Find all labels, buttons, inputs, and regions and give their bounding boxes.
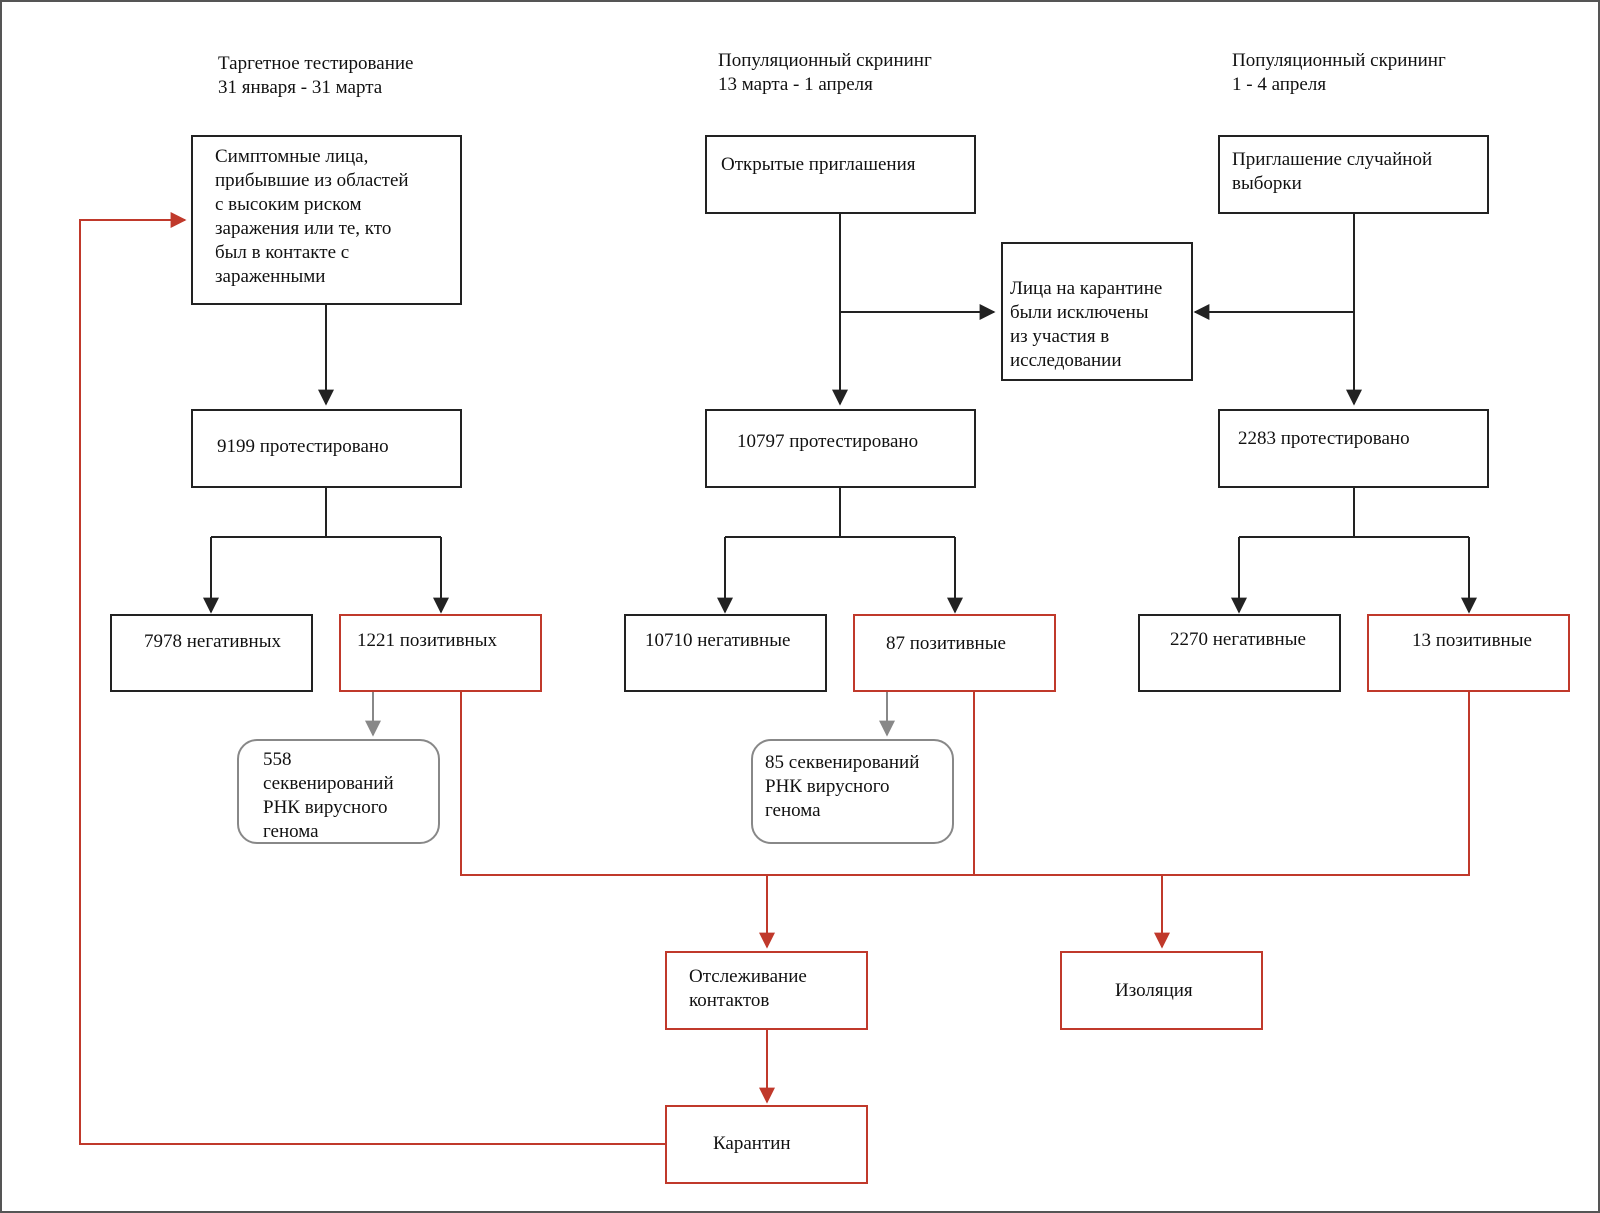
- box-text: Лица на карантине были исключены из учас…: [1010, 278, 1163, 371]
- feedback-loop-to-symptomatic: [79, 212, 666, 1145]
- quarantine-box: Карантин: [665, 1105, 868, 1184]
- box-text: Открытые приглашения: [721, 154, 916, 175]
- symptomatic-persons-box: Симптомные лица, прибывшие из областей с…: [191, 135, 462, 305]
- box-text: 9199 протестировано: [217, 436, 389, 457]
- header-dates: 31 января - 31 марта: [218, 77, 383, 98]
- tested-box-random: 2283 протестировано: [1218, 409, 1489, 488]
- box-text: 2283 протестировано: [1238, 428, 1410, 449]
- positive-box-targeted: 1221 позитивных: [339, 614, 542, 692]
- split-line-3: [1239, 487, 1469, 538]
- negative-box-targeted: 7978 негативных: [110, 614, 313, 692]
- header-title: Популяционный скрининг: [1232, 50, 1446, 71]
- box-text: 10797 протестировано: [737, 431, 919, 452]
- quarantined-excluded-box: Лица на карантине были исключены из учас…: [1001, 242, 1193, 381]
- box-text: Отслеживание контактов: [689, 966, 807, 1011]
- header-title: Таргетное тестирование: [218, 53, 414, 74]
- box-text: 1221 позитивных: [357, 630, 497, 651]
- box-text: 558 секвенирований РНК вирусного генома: [263, 749, 394, 842]
- box-text: 87 позитивные: [886, 633, 1006, 654]
- contact-tracing-box: Отслеживание контактов: [665, 951, 868, 1030]
- random-sample-invitation-box: Приглашение случайной выборки: [1218, 135, 1489, 214]
- box-text: 2270 негативные: [1170, 629, 1306, 650]
- box-text: Изоляция: [1115, 980, 1193, 1001]
- tested-box-open: 10797 протестировано: [705, 409, 976, 488]
- box-text: Симптомные лица, прибывшие из областей с…: [215, 146, 409, 287]
- box-text: 10710 негативные: [645, 630, 791, 651]
- box-text: 7978 негативных: [144, 631, 281, 652]
- split-line-2: [725, 487, 955, 538]
- sequencing-box-targeted: 558 секвенирований РНК вирусного генома: [237, 739, 440, 844]
- header-targeted-testing: Таргетное тестирование 31 января - 31 ма…: [218, 52, 413, 100]
- isolation-box: Изоляция: [1060, 951, 1263, 1030]
- header-dates: 1 - 4 апреля: [1232, 74, 1327, 95]
- positive-box-open: 87 позитивные: [853, 614, 1056, 692]
- split-line-1: [211, 487, 441, 538]
- box-text: 13 позитивные: [1412, 630, 1532, 651]
- header-random-screening: Популяционный скрининг 1 - 4 апреля: [1232, 49, 1446, 97]
- positive-box-random: 13 позитивные: [1367, 614, 1570, 692]
- box-text: Приглашение случайной выборки: [1232, 149, 1433, 194]
- negative-box-random: 2270 негативные: [1138, 614, 1341, 692]
- negative-box-open: 10710 негативные: [624, 614, 827, 692]
- header-open-screening: Популяционный скрининг 13 марта - 1 апре…: [718, 49, 932, 97]
- box-text: Карантин: [713, 1133, 791, 1154]
- open-invitations-box: Открытые приглашения: [705, 135, 976, 214]
- positive-collector-line: [460, 692, 1470, 876]
- box-text: 85 секвенирований РНК вирусного генома: [765, 752, 920, 821]
- tested-box-targeted: 9199 протестировано: [191, 409, 462, 488]
- sequencing-box-open: 85 секвенирований РНК вирусного генома: [751, 739, 954, 844]
- header-title: Популяционный скрининг: [718, 50, 932, 71]
- header-dates: 13 марта - 1 апреля: [718, 74, 873, 95]
